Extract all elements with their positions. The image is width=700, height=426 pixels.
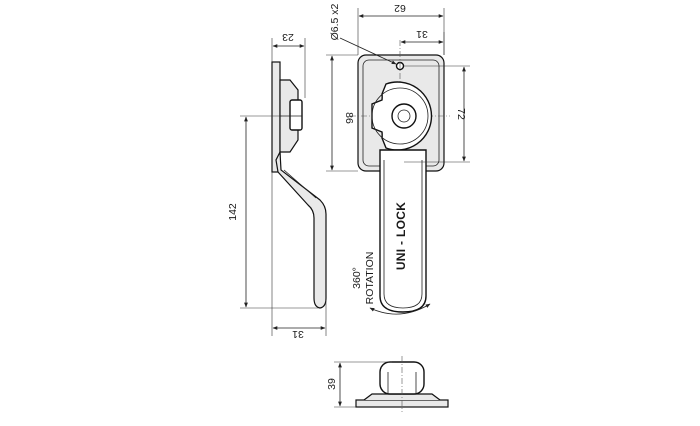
rotation-label: ROTATION [364, 252, 376, 305]
dim-hole-label: Ø6.5 x2 [329, 3, 341, 40]
bottom-view [355, 356, 449, 412]
rotation-note: 360° ROTATION [351, 252, 431, 315]
dim-plate-width: 62 [357, 2, 445, 55]
dim-side-length: 142 [227, 115, 318, 309]
side-boss [289, 99, 303, 131]
side-handle [275, 149, 327, 309]
handle-brand: UNI - LOCK [394, 202, 408, 270]
dim-142-label: 142 [227, 203, 239, 221]
cam-spindle [391, 103, 417, 129]
rotation-arrow [369, 303, 431, 315]
rotation-degrees: 360° [351, 267, 363, 289]
dim-hole-diameter: Ø6.5 x2 [329, 3, 397, 65]
front-handle [379, 149, 427, 313]
dim-62-label: 62 [394, 2, 406, 14]
dim-72-label: 72 [455, 108, 467, 120]
dim-hole-spacing: 72 [404, 65, 470, 163]
dim-hole-offset: 31 [400, 28, 445, 55]
dim-39-label: 39 [326, 378, 338, 390]
dim-bottom-height: 39 [326, 361, 392, 408]
dim-plate-height: 86 [326, 54, 358, 172]
side-view [271, 61, 327, 309]
dim-86-label: 86 [343, 112, 355, 124]
dim-side-thickness: 23 [271, 31, 306, 98]
front-view: UNI - LOCK [350, 40, 450, 313]
dim-31-top-label: 31 [416, 28, 428, 40]
dim-side-depth: 31 [271, 172, 327, 340]
dim-31-side-label: 31 [292, 328, 304, 340]
dim-23-label: 23 [282, 31, 294, 43]
